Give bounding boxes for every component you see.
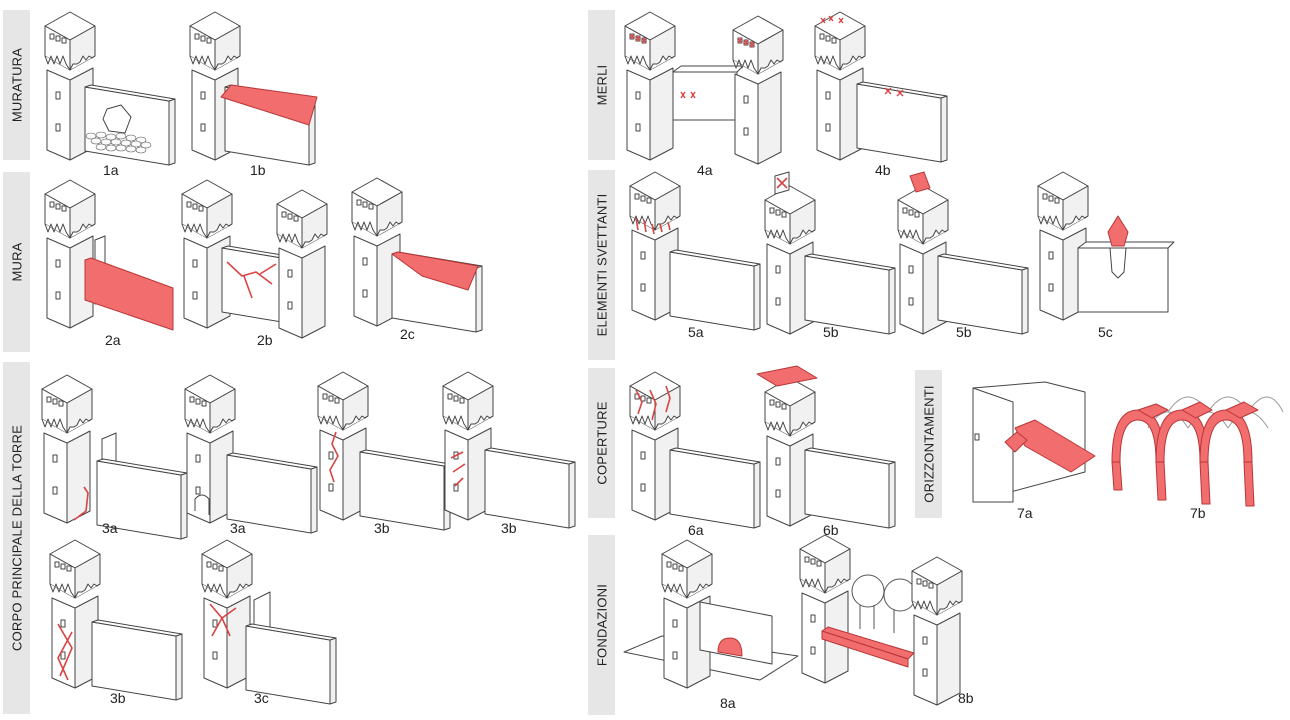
section-tab-merli: MERLI [588, 10, 615, 160]
caption-3b-a: 3b [374, 520, 390, 536]
caption-3a-right: 3a [230, 520, 246, 536]
caption-3b-c: 3b [110, 690, 126, 706]
caption-8a: 8a [720, 695, 736, 711]
caption-5b-a: 5b [823, 324, 839, 340]
section-label-svettanti: ELEMENTI SVETTANTI [594, 194, 609, 337]
caption-3c: 3c [254, 690, 269, 706]
section-label-muratura: MURATURA [9, 48, 24, 122]
caption-2a: 2a [105, 332, 121, 348]
section-tab-fondazioni: FONDAZIONI [588, 535, 615, 715]
caption-2c: 2c [400, 326, 415, 342]
section-label-coperture: COPERTURE [594, 401, 609, 484]
caption-2b: 2b [257, 332, 273, 348]
caption-8b: 8b [958, 690, 974, 706]
caption-5a: 5a [688, 324, 704, 340]
section-label-corpo: CORPO PRINCIPALE DELLA TORRE [9, 425, 24, 651]
section-label-mura: MURA [9, 242, 24, 281]
section-label-merli: MERLI [594, 65, 609, 106]
section-tab-mura: MURA [3, 172, 30, 352]
caption-5c: 5c [1098, 324, 1113, 340]
caption-7b: 7b [1190, 505, 1206, 521]
caption-6a: 6a [688, 522, 704, 538]
section-tab-orizzontamenti: ORIZZONTAMENTI [915, 370, 942, 518]
section-tab-muratura: MURATURA [3, 10, 30, 160]
section-tab-svettanti: ELEMENTI SVETTANTI [588, 170, 615, 360]
caption-7a: 7a [1017, 505, 1033, 521]
caption-3b-b: 3b [501, 520, 517, 536]
caption-1b: 1b [250, 162, 266, 178]
caption-3a-left: 3a [102, 520, 118, 536]
section-label-orizzontamenti: ORIZZONTAMENTI [921, 385, 936, 502]
caption-5b-b: 5b [956, 324, 972, 340]
section-tab-corpo: CORPO PRINCIPALE DELLA TORRE [3, 362, 30, 714]
section-label-fondazioni: FONDAZIONI [594, 584, 609, 666]
caption-1a: 1a [103, 162, 119, 178]
